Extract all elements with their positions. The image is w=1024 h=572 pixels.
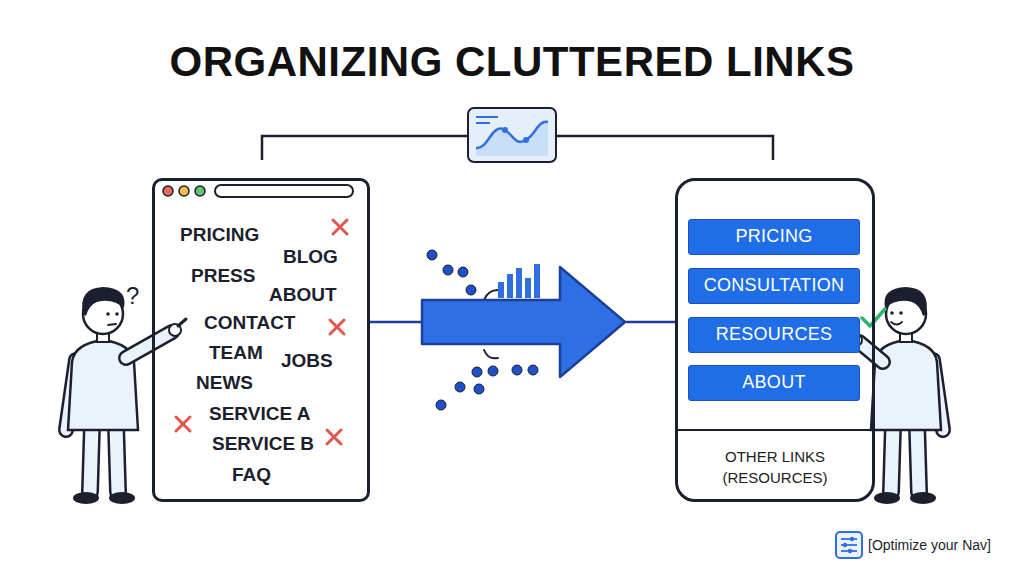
flow-curve: [484, 290, 498, 300]
data-dots: [427, 250, 437, 260]
right-person: [884, 287, 926, 316]
left-person: [82, 287, 124, 316]
nav-link: CONTACT: [204, 312, 295, 334]
nav-button: CONSULTATION: [688, 268, 860, 304]
caption-note: [Optimize your Nav]: [868, 537, 991, 553]
settings-icon: [850, 537, 854, 541]
data-dots: [436, 400, 446, 410]
flow-arrow: [370, 267, 675, 377]
left-person: [66, 287, 186, 504]
right-person: [859, 342, 883, 362]
phone-screen: OTHER LINKS (RESOURCES) PRICING CONSULTATI…: [675, 178, 875, 502]
flow-curve: [484, 350, 498, 358]
cross-mark: [330, 320, 344, 334]
diagram-title: ORGANIZING CLUTTERED LINKS: [0, 36, 1024, 88]
chart-icon: [476, 122, 490, 124]
browser-window: PRICING BLOG PRESS ABOUT CONTACT TEAM JOBS NEWS…: [152, 178, 370, 502]
right-person: [917, 425, 919, 492]
right-person: [859, 342, 883, 362]
data-dots: [455, 382, 465, 392]
right-person: [910, 492, 936, 504]
mini-bar-chart: [516, 268, 522, 298]
cross-mark: [176, 417, 190, 431]
nav-link: BLOG: [283, 246, 338, 268]
mini-bar-chart: [498, 282, 504, 298]
left-person: [90, 425, 92, 492]
right-person: [891, 322, 902, 325]
browser-chrome: [215, 185, 353, 197]
right-person: [891, 425, 893, 492]
cross-mark: [176, 220, 347, 444]
nav-button: PRICING: [688, 219, 860, 255]
chart-icon: [476, 122, 548, 148]
phone-divider: [677, 429, 873, 431]
left-person: [115, 312, 119, 316]
data-dots: [512, 365, 522, 375]
nav-link: PRESS: [191, 265, 255, 287]
button-text: CONSULTATION: [689, 269, 859, 302]
right-person: [899, 311, 903, 315]
data-dots: [443, 265, 453, 275]
browser-chrome: [163, 186, 173, 196]
chart-icon: [523, 137, 529, 143]
nav-link: SERVICE B: [212, 433, 314, 455]
button-text: PRICING: [689, 220, 859, 253]
mini-bar-chart: [498, 264, 540, 298]
right-person: [874, 492, 900, 504]
left-person: [126, 332, 172, 358]
right-person: [917, 425, 919, 492]
data-dots: [474, 384, 484, 394]
chart-icon: [476, 122, 548, 156]
nav-link: ABOUT: [269, 284, 337, 306]
chart-icon: [476, 116, 498, 118]
question-mark: ?: [126, 282, 139, 310]
nav-button: ABOUT: [688, 365, 860, 401]
nav-link: FAQ: [232, 464, 271, 486]
chart-icon: [502, 127, 508, 133]
left-person: [73, 492, 99, 504]
settings-icon: [836, 532, 862, 558]
left-person: [116, 425, 118, 492]
chart-icon: [468, 108, 556, 162]
phone-divider: [677, 430, 873, 431]
left-person: [108, 324, 116, 325]
data-dots: [458, 267, 468, 277]
nav-link: TEAM: [209, 342, 263, 364]
data-dots: [472, 367, 482, 377]
cross-mark: [333, 220, 347, 234]
data-dots: [488, 366, 498, 376]
footer-text: OTHER LINKS (RESOURCES): [705, 446, 845, 488]
right-person: [891, 425, 893, 492]
nav-link: SERVICE A: [209, 403, 310, 425]
left-person: [126, 332, 172, 358]
nav-button: RESOURCES: [688, 317, 860, 353]
cross-mark: [327, 430, 341, 444]
settings-icon: [848, 549, 852, 553]
nav-link: NEWS: [196, 372, 253, 394]
nav-link: PRICING: [180, 224, 259, 246]
left-person: [116, 425, 118, 492]
browser-chrome: [163, 185, 353, 197]
browser-chrome: [195, 186, 205, 196]
left-person: [178, 319, 186, 326]
right-person: [890, 311, 894, 315]
browser-chrome: [179, 186, 189, 196]
settings-icon: [841, 538, 857, 540]
mini-bar-chart: [525, 278, 531, 298]
chart-icon: [468, 108, 556, 162]
left-person: [109, 492, 135, 504]
mini-bar-chart: [534, 264, 540, 298]
data-dots: [528, 365, 538, 375]
settings-icon: [843, 543, 847, 547]
settings-icon: [836, 532, 862, 558]
left-person: [90, 425, 92, 492]
data-dots: [466, 285, 476, 295]
button-text: RESOURCES: [689, 318, 859, 351]
mini-bar-chart: [507, 274, 513, 298]
nav-link: JOBS: [281, 350, 333, 372]
left-person: [106, 312, 110, 316]
button-text: ABOUT: [689, 366, 859, 399]
